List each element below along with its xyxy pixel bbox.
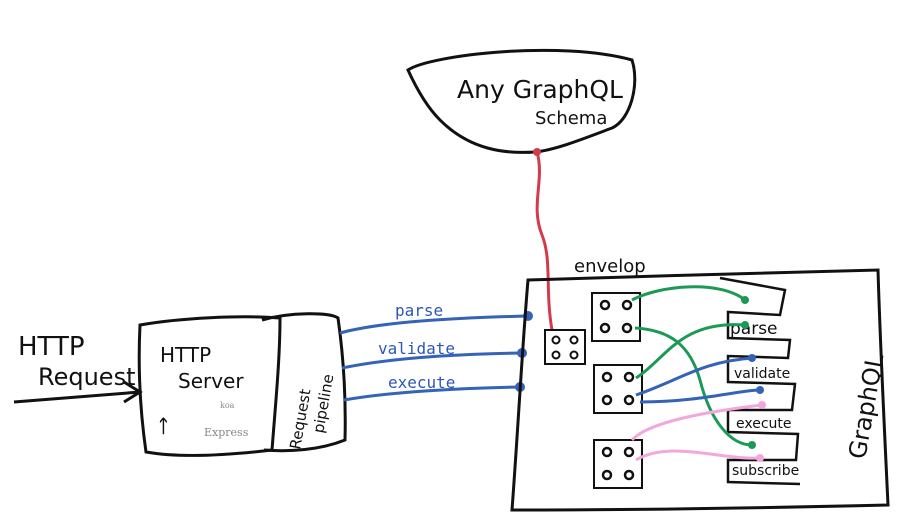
plugin-box-2-dots <box>601 371 635 406</box>
link-execute <box>343 385 521 402</box>
link-parse-label: parse <box>395 301 443 320</box>
request-pipeline-line2: pipeline <box>309 373 337 435</box>
slot-parse: parse <box>730 319 778 339</box>
envelop-box <box>510 268 890 512</box>
schema-plugin-box <box>544 329 586 365</box>
link-parse <box>339 314 529 335</box>
pink-link-1 <box>630 403 763 442</box>
schema-cloud-line2: Schema <box>535 108 607 129</box>
http-request-line1: HTTP <box>18 332 85 362</box>
plugin-box-3-dots <box>601 446 635 481</box>
pink-link-dot-1 <box>758 401 766 409</box>
green-link-dot-3 <box>748 441 756 449</box>
plugin-box-3 <box>593 439 643 489</box>
pink-link-dot-2 <box>756 454 764 462</box>
http-server-line2: Server <box>178 369 244 393</box>
http-request-line2: Request <box>38 363 136 391</box>
schema-cloud-line1: Any GraphQL <box>457 75 623 104</box>
schema-cloud-shape <box>406 48 637 154</box>
express-logo: Express <box>204 426 249 439</box>
green-link-1 <box>631 285 746 302</box>
green-link-3 <box>635 323 746 380</box>
blue-link-2 <box>639 388 761 404</box>
plugin-box-1 <box>591 292 641 342</box>
green-link-2 <box>634 326 753 447</box>
koa-logo: koa <box>220 401 235 410</box>
request-arrow <box>13 390 141 404</box>
request-pipeline-line1: Request <box>286 387 314 450</box>
link-validate <box>341 351 523 370</box>
plugin-box-2 <box>593 364 643 414</box>
envelop-title: envelop <box>574 256 646 277</box>
hapi-logo-icon: ᛏ <box>158 416 169 437</box>
link-execute-label: execute <box>388 373 455 392</box>
green-link-dot-1 <box>741 296 749 304</box>
schema-link-dot <box>533 148 541 156</box>
graphql-slots-outline <box>719 276 801 486</box>
blue-link-dot-2 <box>756 386 764 394</box>
slot-subscribe: subscribe <box>732 463 799 479</box>
green-link-dot-2 <box>741 321 749 329</box>
slot-execute: execute <box>736 416 792 432</box>
blue-link-dot-1 <box>748 354 756 362</box>
slot-validate: validate <box>734 366 790 382</box>
http-server-line1: HTTP <box>160 343 211 367</box>
link-validate-label: validate <box>378 339 455 358</box>
schema-link <box>535 151 554 331</box>
plugin-box-1-dots <box>599 299 633 334</box>
request-pipeline-box <box>261 312 347 453</box>
blue-link-1 <box>635 356 753 397</box>
schema-plugin-dots <box>551 335 579 360</box>
pink-link-2 <box>635 449 761 462</box>
